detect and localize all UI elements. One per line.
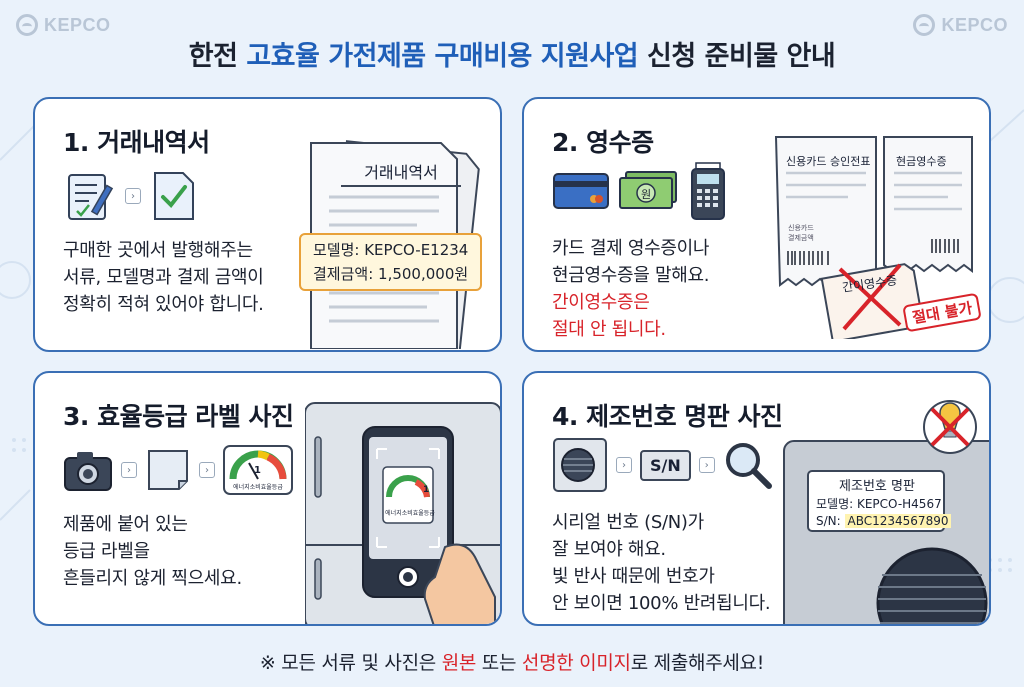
energy-label-icon: 1 에너지소비효율등급 <box>223 445 293 495</box>
tag-model: 모델명: KEPCO-E1234 <box>313 241 469 259</box>
card-title: 2. 영수증 <box>552 128 654 157</box>
no-light-glare-icon <box>923 400 977 454</box>
kepco-logo-icon <box>913 14 936 36</box>
card-title: 3. 효율등급 라벨 사진 <box>63 402 294 431</box>
card-description: 시리얼 번호 (S/N)가 잘 보여야 해요. 빛 반사 때문에 번호가 안 보… <box>552 512 771 614</box>
card-title: 4. 제조번호 명판 사진 <box>552 402 783 431</box>
chevron-right-icon: › <box>125 188 141 204</box>
plate-model: 모델명: KEPCO-H4567 <box>816 497 942 511</box>
title-part2: 신청 준비물 안내 <box>638 41 836 72</box>
plate-serial-value: ABC1234567890 <box>844 514 952 528</box>
card-receipt: 2. 영수증 원 카드 결제 영수증이나 현금영수증을 말해요. 간이영수증은 <box>522 97 991 352</box>
title-part1: 한전 <box>188 41 247 72</box>
phone-label-grade: 1 <box>423 485 430 495</box>
card-description: 카드 결제 영수증이나 현금영수증을 말해요. 간이영수증은 절대 안 됩니다. <box>552 235 709 343</box>
footer-notice: ※ 모든 서류 및 사진은 원본 또는 선명한 이미지로 제출해주세요! <box>259 652 765 674</box>
outdoor-unit-icon <box>553 438 607 492</box>
chevron-right-icon: › <box>616 457 632 473</box>
card-serial-plate: 4. 제조번호 명판 사진 › S/N › 시리얼 번호 (S/N)가 잘 보여… <box>522 371 991 626</box>
magnifier-icon <box>725 443 772 489</box>
card-description: 제품에 붙어 있는 등급 라벨을 흔들리지 않게 찍으세요. <box>63 514 242 589</box>
plate-title: 제조번호 명판 <box>839 479 915 494</box>
glossy-sticker-icon <box>148 450 188 490</box>
card-transaction-statement: 1. 거래내역서 › 구매한 곳에서 발행해주는 서류, 모델명과 결제 금액이… <box>33 97 502 352</box>
receipt-small-label: 결제금액 <box>788 234 814 242</box>
outdoor-unit-illustration <box>783 440 989 624</box>
kepco-logo-text: KEPCO <box>941 14 1008 35</box>
document-title: 거래내역서 <box>341 159 461 187</box>
credit-receipt-title: 신용카드 승인전표 <box>786 155 871 168</box>
money-symbol: 원 <box>641 188 651 201</box>
cash-receipt-title: 현금영수증 <box>896 155 947 168</box>
model-price-tag: 모델명: KEPCO-E1234 결제금액: 1,500,000원 <box>299 233 483 291</box>
kepco-logo-right: KEPCO <box>913 14 1008 36</box>
checked-document-icon <box>154 172 194 220</box>
camera-icon <box>64 452 112 491</box>
footer-original: 원본 <box>441 652 477 674</box>
chevron-right-icon: › <box>698 457 715 473</box>
document-pen-icon <box>68 174 114 220</box>
card-efficiency-label: 3. 효율등급 라벨 사진 › › 1 에너지소비효율등급 제품에 붙어 <box>33 371 502 626</box>
tag-price: 결제금액: 1,500,000원 <box>313 265 469 283</box>
credit-card-icon <box>553 173 609 209</box>
card-description: 구매한 곳에서 발행해주는 서류, 모델명과 결제 금액이 정확히 적혀 있어야… <box>63 240 264 315</box>
warning-text: 절대 안 됩니다. <box>552 319 666 340</box>
chevron-right-icon: › <box>199 462 215 478</box>
receipt-small-label: 신용카드 <box>788 224 814 232</box>
payment-terminal-icon <box>691 162 725 220</box>
kepco-logo-text: KEPCO <box>44 14 111 35</box>
warning-text: 간이영수증은 <box>552 292 650 313</box>
plate-serial: S/N: ABC1234567890 <box>816 514 952 528</box>
receipts-illustration <box>774 136 973 339</box>
card-title: 1. 거래내역서 <box>63 128 210 157</box>
cash-bills-icon: 원 <box>619 171 677 209</box>
serial-number-chip: S/N <box>640 449 691 481</box>
kepco-logo-icon <box>16 14 38 36</box>
footer-clear-image: 선명한 이미지 <box>521 652 631 674</box>
kepco-logo-left: KEPCO <box>16 14 111 36</box>
title-highlight: 고효율 가전제품 구매비용 지원사업 <box>246 41 639 72</box>
fridge-phone-illustration <box>305 402 500 624</box>
chevron-right-icon: › <box>121 462 137 478</box>
page-title: 한전 고효율 가전제품 구매비용 지원사업 신청 준비물 안내 <box>0 34 1024 73</box>
phone-label-caption: 에너지소비효율등급 <box>385 510 435 517</box>
